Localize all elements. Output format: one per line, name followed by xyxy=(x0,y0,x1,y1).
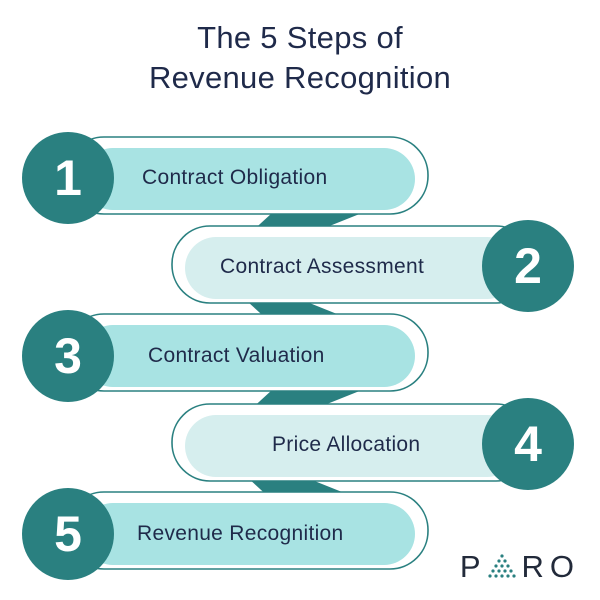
step-4 xyxy=(171,398,574,490)
step-4-label: Price Allocation xyxy=(272,433,421,456)
step-3 xyxy=(22,310,429,402)
title-line-2: Revenue Recognition xyxy=(148,60,452,95)
step-4-circle xyxy=(482,398,574,490)
step-3-pill xyxy=(82,325,415,387)
step-1-label: Contract Obligation xyxy=(142,166,328,189)
step-5-pill xyxy=(82,503,415,565)
step-3-circle xyxy=(22,310,114,402)
logo-dots-icon xyxy=(487,554,516,578)
step-1 xyxy=(22,132,429,224)
step-2-circle xyxy=(482,220,574,312)
paro-logo: P RO xyxy=(459,549,580,584)
step-1-pill xyxy=(82,148,415,210)
step-1-circle xyxy=(22,132,114,224)
step-2-number: 2 xyxy=(514,238,542,294)
page-title: The 5 Steps of Revenue Recognition xyxy=(0,18,600,98)
step-5 xyxy=(22,488,429,580)
logo-text-right: RO xyxy=(521,549,580,584)
step-3-label: Contract Valuation xyxy=(148,344,325,367)
step-3-number: 3 xyxy=(54,328,82,384)
step-5-circle xyxy=(22,488,114,580)
step-2-label: Contract Assessment xyxy=(220,255,425,278)
step-5-number: 5 xyxy=(54,506,82,562)
step-2 xyxy=(171,220,574,312)
step-4-pill xyxy=(185,415,518,477)
step-4-number: 4 xyxy=(514,416,542,472)
step-5-label: Revenue Recognition xyxy=(137,522,344,545)
step-2-pill xyxy=(185,237,518,299)
title-line-1: The 5 Steps of xyxy=(197,20,403,55)
logo-text-left: P xyxy=(459,549,487,584)
step-1-number: 1 xyxy=(54,150,82,206)
